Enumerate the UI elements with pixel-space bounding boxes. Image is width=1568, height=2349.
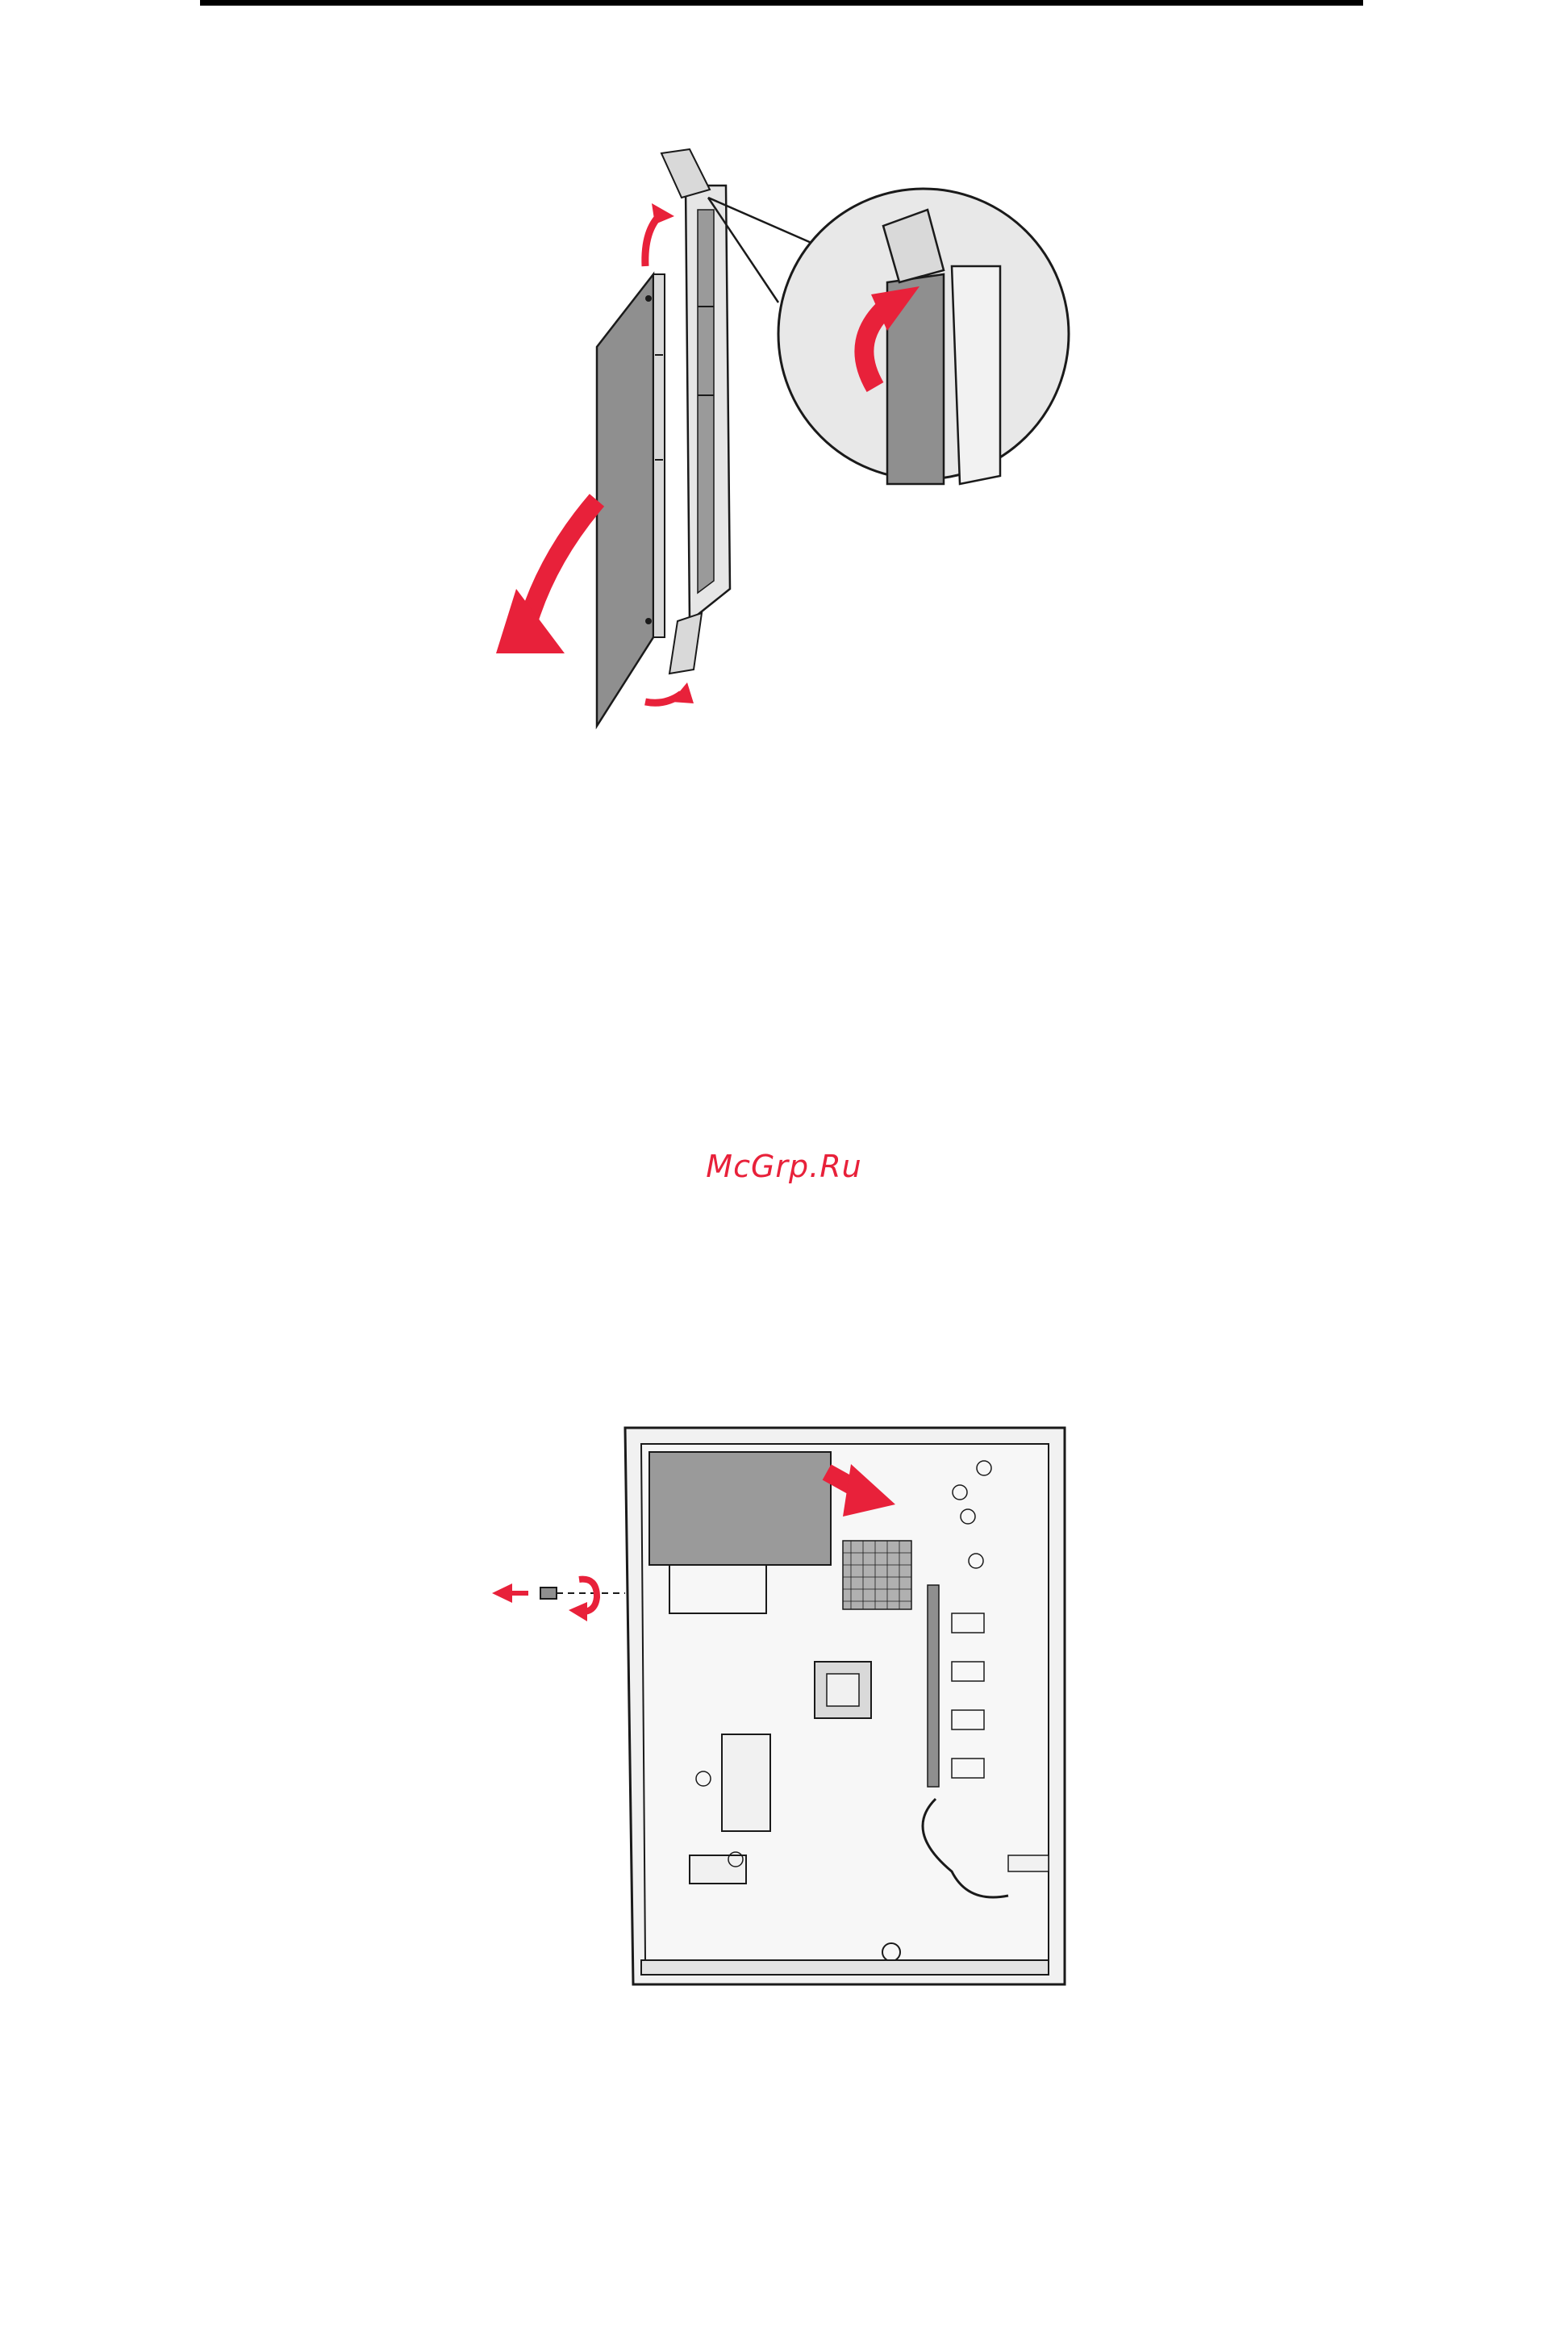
removal-arrow-icon bbox=[496, 500, 597, 653]
memory-card-removal-illustration bbox=[452, 137, 1097, 750]
unscrew-arrow-icon bbox=[492, 1579, 597, 1621]
system-board-illustration bbox=[484, 1420, 1089, 2001]
card-slot-icon bbox=[661, 149, 730, 674]
memory-card-icon bbox=[597, 274, 665, 726]
watermark-text: McGrp.Ru bbox=[0, 1149, 1568, 1184]
thumbscrew-icon bbox=[540, 1588, 625, 1599]
top-rule bbox=[200, 0, 1363, 6]
detail-magnifier-icon bbox=[708, 189, 1069, 484]
